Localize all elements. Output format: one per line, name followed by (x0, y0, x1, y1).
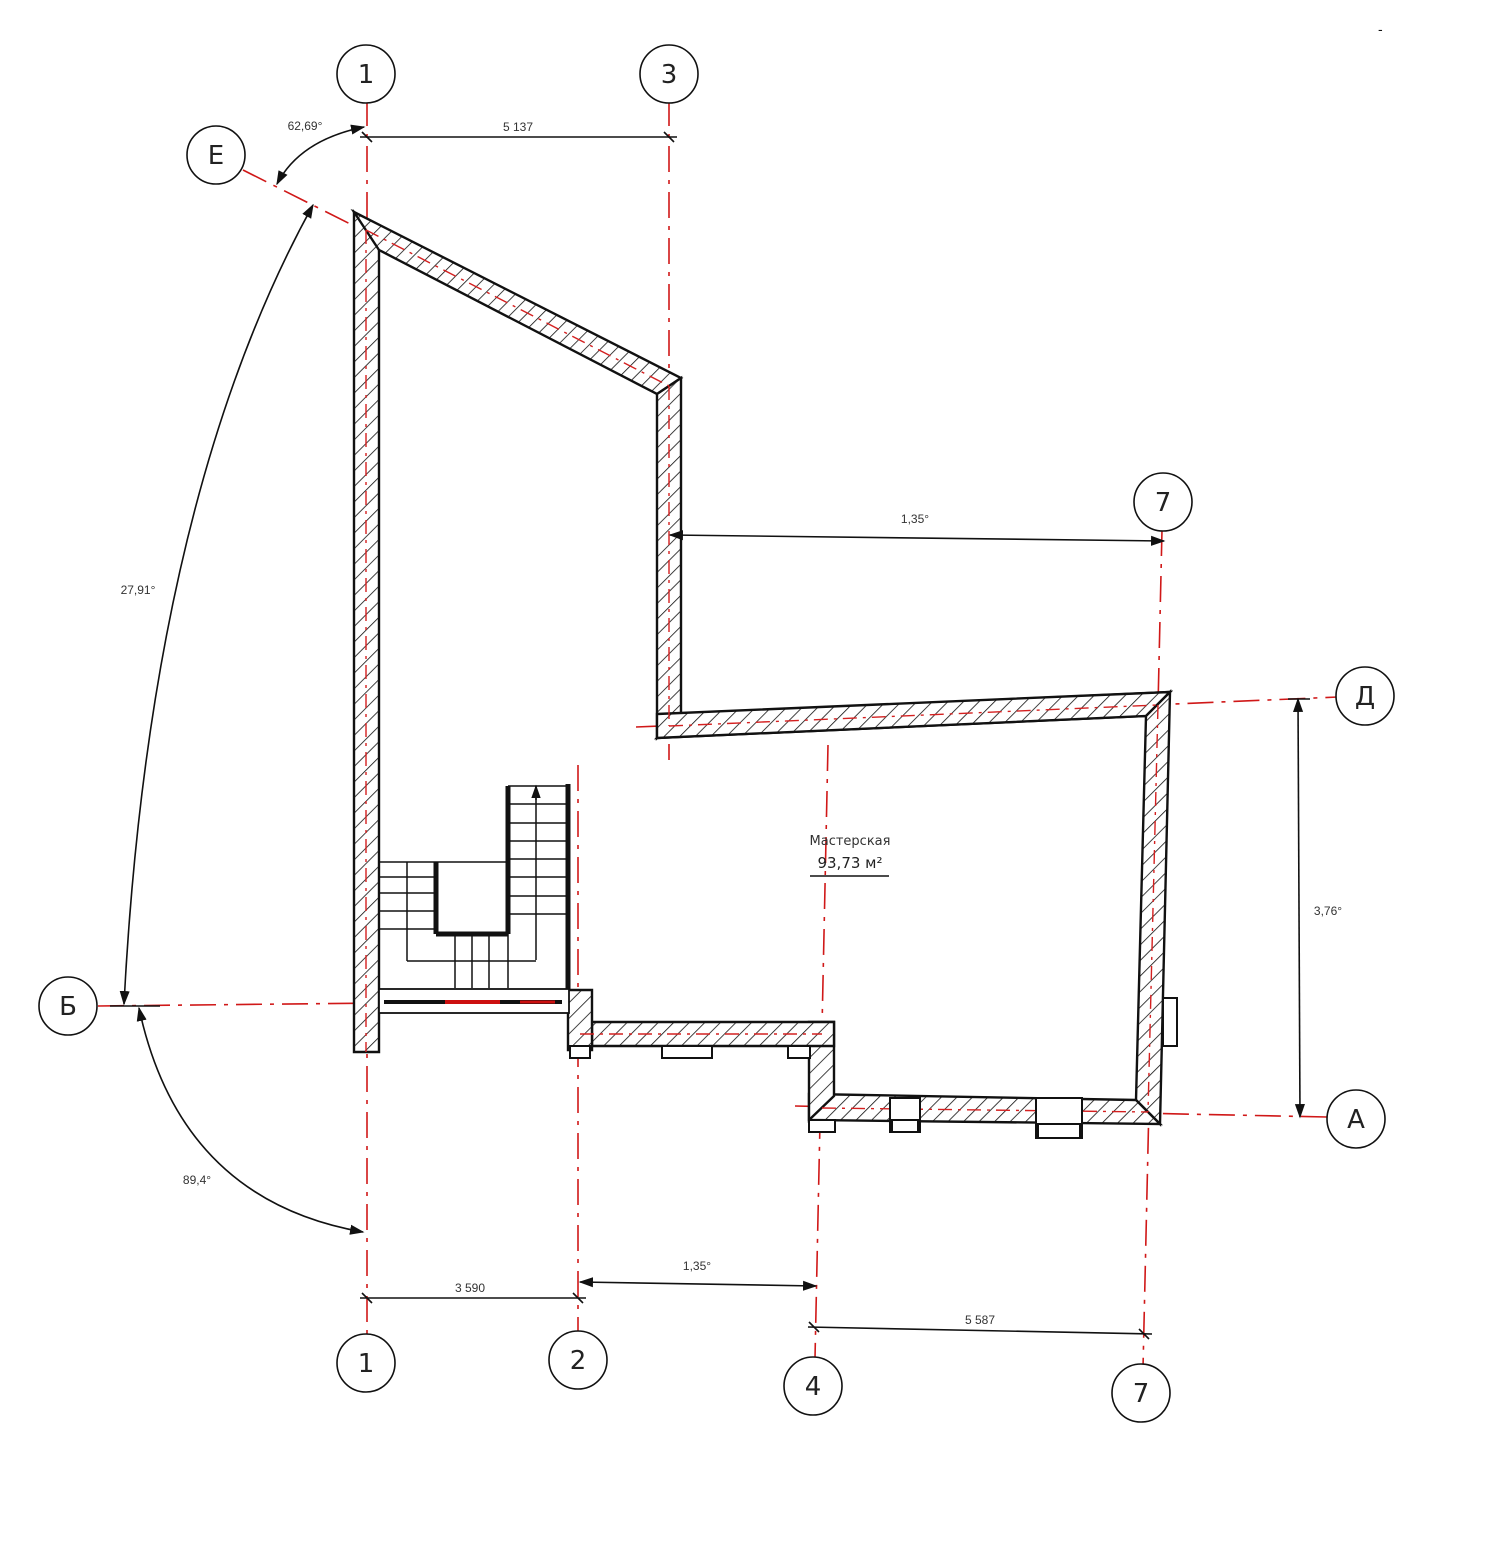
axis-bubble-right-7: 7 (1133, 472, 1193, 532)
svg-text:3: 3 (661, 60, 678, 90)
dim-4-7: 5 587 (965, 1313, 995, 1327)
axis-bubble-A: А (1326, 1089, 1386, 1149)
wall-middle-bottom (590, 1020, 836, 1048)
dim-angle-E-B: 27,91° (121, 583, 156, 597)
dim-D-A: 3,76° (1314, 904, 1342, 918)
window-1 (569, 1045, 591, 1059)
window-3 (787, 1045, 811, 1059)
wall-axis-2 (566, 988, 594, 1052)
room-area: 93,73 м² (817, 854, 882, 872)
svg-text:4: 4 (805, 1372, 822, 1402)
axis-bubble-bottom-4: 4 (783, 1356, 843, 1416)
dim-1-3: 5 137 (503, 120, 533, 134)
window-2 (661, 1045, 713, 1059)
svg-text:1: 1 (358, 1349, 375, 1379)
svg-text:Б: Б (59, 992, 77, 1022)
window-5-sill (891, 1119, 919, 1133)
room-label: Мастерская 93,73 м² (810, 834, 891, 877)
corner-mark: - (1378, 21, 1383, 37)
dim-angle-B-1: 89,4° (183, 1173, 211, 1187)
axis-bubbles: 1 3 7 1 2 4 7 Е (38, 44, 1395, 1423)
dim-3-7: 1,35° (901, 512, 929, 526)
svg-text:Д: Д (1355, 682, 1375, 712)
dim-angle-E-1: 62,69° (288, 119, 323, 133)
axis-bubble-bottom-1: 1 (336, 1333, 396, 1393)
svg-text:2: 2 (570, 1346, 587, 1376)
axis-bubble-E: Е (186, 125, 246, 185)
room-name: Мастерская (810, 834, 891, 849)
svg-text:7: 7 (1155, 488, 1172, 518)
window-4 (808, 1119, 836, 1133)
axis-bubble-D: Д (1335, 666, 1395, 726)
dim-2-4: 1,35° (683, 1259, 711, 1273)
axis-bubble-top-1: 1 (336, 44, 396, 104)
axis-line-4 (814, 744, 829, 1359)
dim-1-2: 3 590 (455, 1281, 485, 1295)
svg-text:Е: Е (208, 141, 224, 171)
axis-bubble-B: Б (38, 976, 98, 1036)
window-7 (1162, 997, 1178, 1047)
wall-centerlines (365, 229, 1159, 1113)
svg-text:А: А (1347, 1105, 1365, 1135)
axis-bubble-top-3: 3 (639, 44, 699, 104)
axis-bubble-bottom-2: 2 (548, 1330, 608, 1390)
svg-text:7: 7 (1133, 1379, 1150, 1409)
staircase (378, 784, 571, 1014)
openings (569, 997, 1178, 1139)
dimensions: 5 137 62,69° 27,91° 89,4° 1,35° 3,76° 3 … (110, 119, 1342, 1340)
svg-text:1: 1 (358, 60, 375, 90)
walls (350, 208, 1174, 1127)
axis-bubble-bottom-7: 7 (1111, 1363, 1171, 1423)
window-6-sill (1037, 1123, 1081, 1139)
